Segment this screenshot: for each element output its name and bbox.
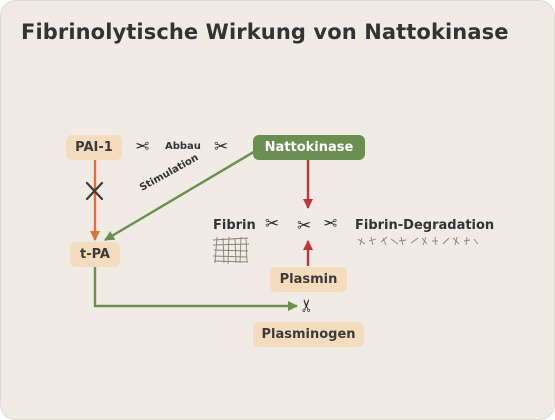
fibrin-label: Fibrin <box>213 218 256 233</box>
tpa-node: t-PA <box>70 242 120 267</box>
pai1-node: PAI-1 <box>66 135 122 160</box>
scissors-icon: ✂ <box>297 216 312 236</box>
stimulation-arrow <box>104 148 258 242</box>
scissors-icon: ✂ <box>323 214 338 234</box>
fibrin-degradation-label: Fibrin-Degradation <box>355 218 495 233</box>
scissors-icon: ✂ <box>265 214 280 234</box>
fibrin-fragments-icon <box>357 236 479 246</box>
fibrin-mesh-icon <box>212 236 250 265</box>
page-title: Fibrinolytische Wirkung von Nattokinase <box>21 20 509 44</box>
plasmin-node: Plasmin <box>270 267 347 292</box>
tpa-plasminogen-arrow <box>93 263 299 312</box>
scissors-icon: ✂ <box>135 137 150 157</box>
nattokinase-node: Nattokinase <box>253 135 365 160</box>
plasminogen-node: Plasminogen <box>253 322 364 347</box>
inhibit-cross-icon <box>85 181 104 201</box>
scissors-icon: ✂ <box>214 137 229 157</box>
scissors-icon: ✂ <box>297 298 318 313</box>
abbau-label: Abbau <box>165 141 201 152</box>
